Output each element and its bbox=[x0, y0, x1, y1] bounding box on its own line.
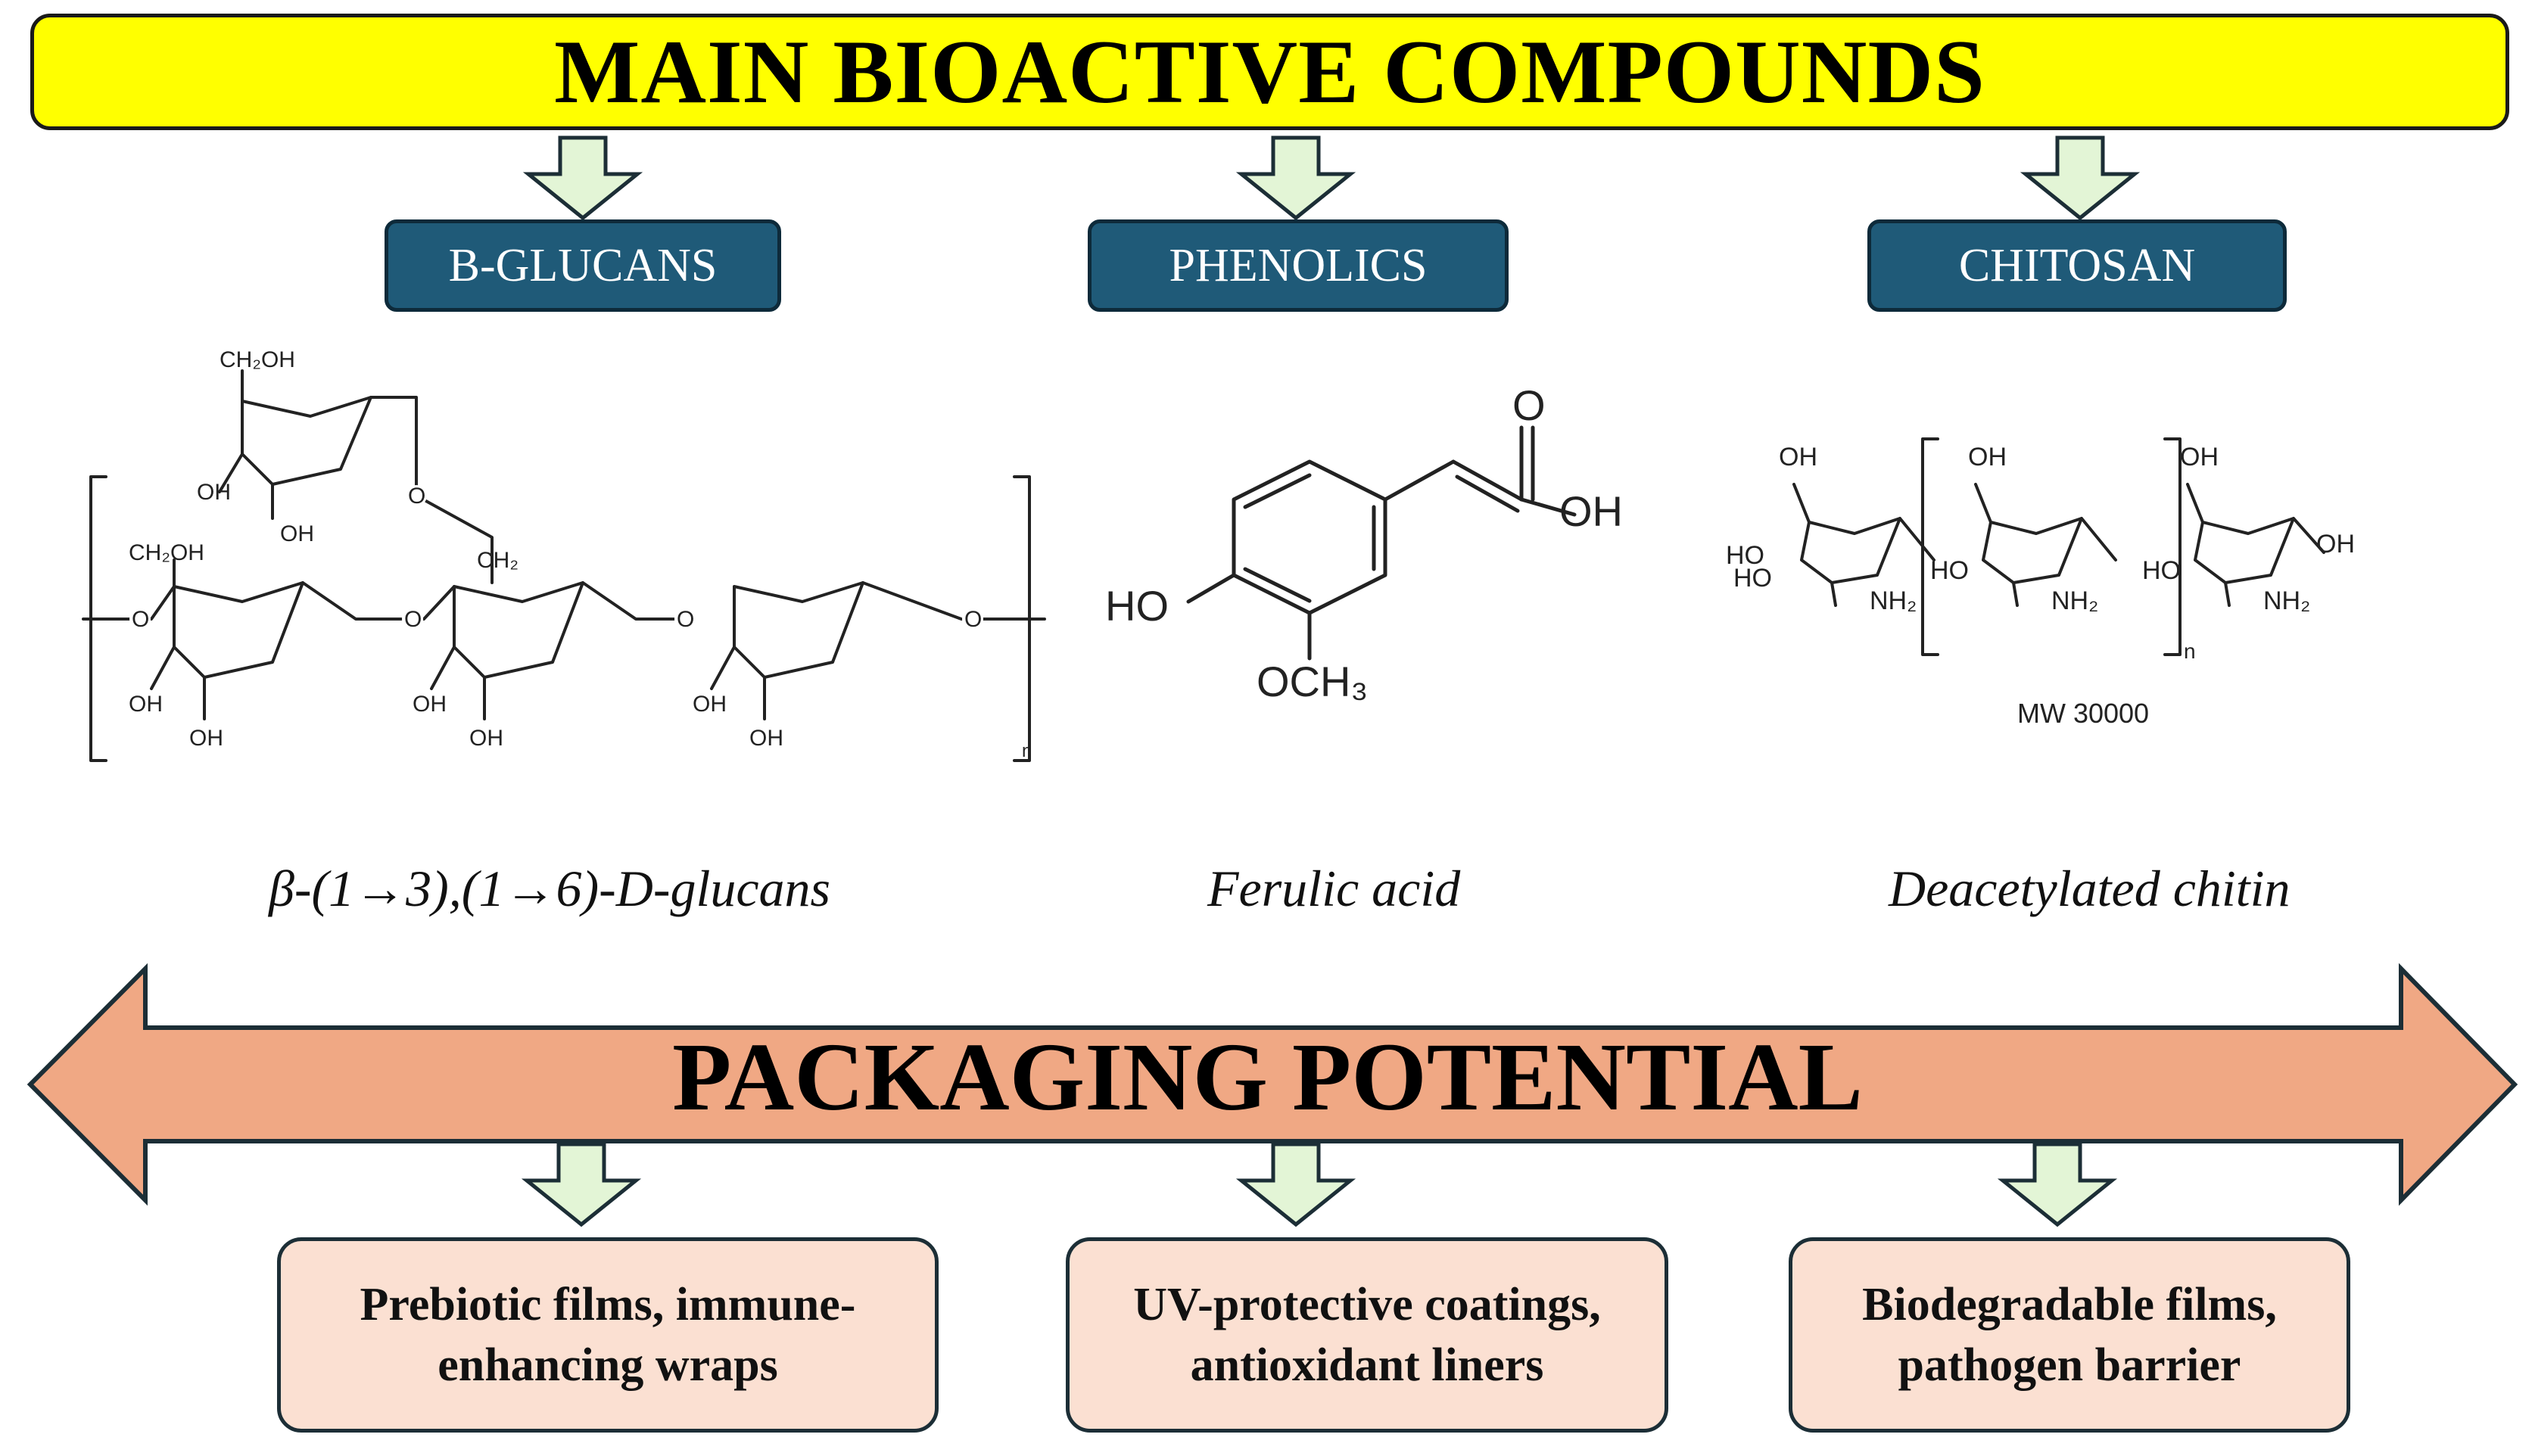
svg-text:OH: OH bbox=[189, 726, 223, 751]
svg-text:OH: OH bbox=[749, 726, 783, 751]
svg-text:OH: OH bbox=[2180, 443, 2219, 471]
application-line: Biodegradable films, bbox=[1862, 1279, 2277, 1330]
svg-text:CH₂: CH₂ bbox=[477, 548, 519, 573]
application-line: antioxidant liners bbox=[1190, 1339, 1544, 1391]
svg-text:CH₂OH: CH₂OH bbox=[129, 540, 204, 565]
repeat-subscript: n bbox=[1022, 741, 1032, 761]
svg-text:OH: OH bbox=[413, 692, 447, 717]
chitosan-structure: OH HO HO NH₂ OH HO NH₂ OH HO OH NH₂ n MW… bbox=[1726, 437, 2355, 729]
svg-text:OH: OH bbox=[1968, 443, 2007, 471]
svg-text:OH: OH bbox=[2316, 530, 2355, 558]
beta-glucan-structure: CH₂OH CH₂OH OH OH OH OH OH OH OH OH CH₂ … bbox=[82, 347, 1046, 762]
application-line: UV-protective coatings, bbox=[1133, 1279, 1601, 1330]
down-arrow-icon bbox=[522, 135, 643, 221]
svg-text:OH: OH bbox=[469, 726, 503, 751]
main-title-banner: MAIN BIOACTIVE COMPOUNDS bbox=[30, 14, 2509, 130]
svg-text:HO: HO bbox=[1733, 564, 1772, 593]
application-line: Prebiotic films, immune- bbox=[360, 1279, 856, 1330]
chitosan-mw-label: MW 30000 bbox=[2017, 698, 2149, 729]
svg-text:O: O bbox=[1512, 381, 1546, 429]
application-line: pathogen barrier bbox=[1898, 1339, 2241, 1391]
main-title: MAIN BIOACTIVE COMPOUNDS bbox=[554, 21, 1985, 122]
svg-text:OH: OH bbox=[129, 692, 163, 717]
svg-text:OCH₃: OCH₃ bbox=[1257, 658, 1368, 705]
application-line: enhancing wraps bbox=[438, 1339, 778, 1391]
packaging-title: PACKAGING POTENTIAL bbox=[672, 1023, 1863, 1131]
caption-chitosan: Deacetylated chitin bbox=[1889, 860, 2291, 917]
svg-text:NH₂: NH₂ bbox=[2263, 586, 2310, 615]
down-arrow-icon bbox=[1997, 1142, 2118, 1227]
svg-text:OH: OH bbox=[280, 521, 314, 546]
svg-text:O: O bbox=[677, 607, 694, 632]
category-box-b-glucans: B-GLUCANS bbox=[385, 219, 781, 312]
double-arrow-icon bbox=[26, 963, 2518, 1206]
svg-text:HO: HO bbox=[1105, 582, 1169, 630]
svg-text:HO: HO bbox=[1726, 541, 1764, 570]
svg-text:NH₂: NH₂ bbox=[1870, 586, 1917, 615]
application-box-chitosan: Biodegradable films, pathogen barrier bbox=[1789, 1237, 2350, 1433]
svg-text:OH: OH bbox=[1559, 487, 1623, 535]
caption-phenolics: Ferulic acid bbox=[1207, 860, 1461, 917]
category-label: CHITOSAN bbox=[1958, 239, 2196, 291]
svg-text:OH: OH bbox=[693, 692, 727, 717]
svg-text:CH₂OH: CH₂OH bbox=[220, 347, 295, 372]
svg-text:n: n bbox=[2184, 639, 2196, 663]
svg-text:O: O bbox=[404, 607, 422, 632]
svg-text:O: O bbox=[964, 607, 982, 632]
application-box-b-glucans: Prebiotic films, immune- enhancing wraps bbox=[277, 1237, 939, 1433]
svg-text:HO: HO bbox=[2142, 556, 2181, 585]
svg-text:HO: HO bbox=[1930, 556, 1969, 585]
caption-b-glucans: β-(1→3),(1→6)-D-glucans bbox=[269, 860, 831, 917]
svg-text:OH: OH bbox=[197, 480, 231, 505]
svg-text:O: O bbox=[132, 607, 149, 632]
svg-text:NH₂: NH₂ bbox=[2051, 586, 2098, 615]
category-label: B-GLUCANS bbox=[448, 239, 718, 291]
category-box-chitosan: CHITOSAN bbox=[1867, 219, 2287, 312]
down-arrow-icon bbox=[1235, 1142, 1356, 1227]
down-arrow-icon bbox=[2020, 135, 2141, 221]
svg-text:OH: OH bbox=[1779, 443, 1817, 471]
down-arrow-icon bbox=[1235, 135, 1356, 221]
category-box-phenolics: PHENOLICS bbox=[1088, 219, 1509, 312]
ferulic-acid-structure: O OH HO OCH₃ bbox=[1105, 381, 1623, 705]
application-box-phenolics: UV-protective coatings, antioxidant line… bbox=[1066, 1237, 1668, 1433]
svg-text:O: O bbox=[408, 484, 425, 509]
category-label: PHENOLICS bbox=[1169, 239, 1428, 291]
down-arrow-icon bbox=[521, 1142, 642, 1227]
